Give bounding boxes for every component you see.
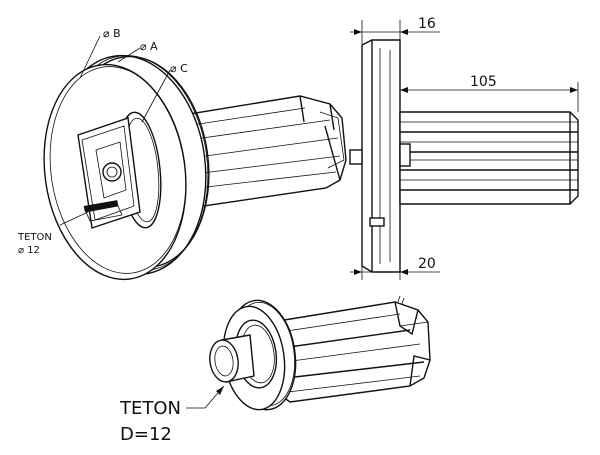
diameter-a-label: ⌀ A: [140, 40, 158, 53]
side-tube: [399, 111, 579, 205]
side-pin: [349, 149, 363, 165]
dimension-16: [350, 20, 440, 44]
dimension-105-label: 105: [470, 74, 497, 90]
part-pin: [209, 334, 255, 383]
part-tube: [271, 295, 431, 403]
teton-label: TETON: [17, 232, 52, 243]
dimension-105: [400, 82, 579, 112]
teton-diameter-label: ⌀ 12: [18, 245, 40, 256]
teton-label-large: TETON: [119, 398, 181, 419]
square-hub-opening: [77, 117, 141, 229]
diameter-b-label: ⌀ B: [103, 27, 121, 40]
dimension-16-label: 16: [418, 16, 436, 32]
diameter-c-label: ⌀ C: [170, 62, 188, 75]
isometric-end-cap-view: ⌀ B ⌀ A ⌀ C TETON ⌀ 12: [17, 27, 347, 281]
dimension-20-label: 20: [418, 256, 436, 272]
isometric-part-view: TETON D=12: [119, 295, 431, 445]
side-elevation-view: 16 105 20: [349, 16, 579, 280]
teton-leader: [186, 385, 225, 409]
teton-d-label-large: D=12: [120, 424, 172, 445]
octagonal-shaft: [164, 95, 347, 209]
dimension-20: [350, 266, 440, 280]
side-flange: [361, 39, 401, 273]
leader-lines: [59, 35, 171, 226]
